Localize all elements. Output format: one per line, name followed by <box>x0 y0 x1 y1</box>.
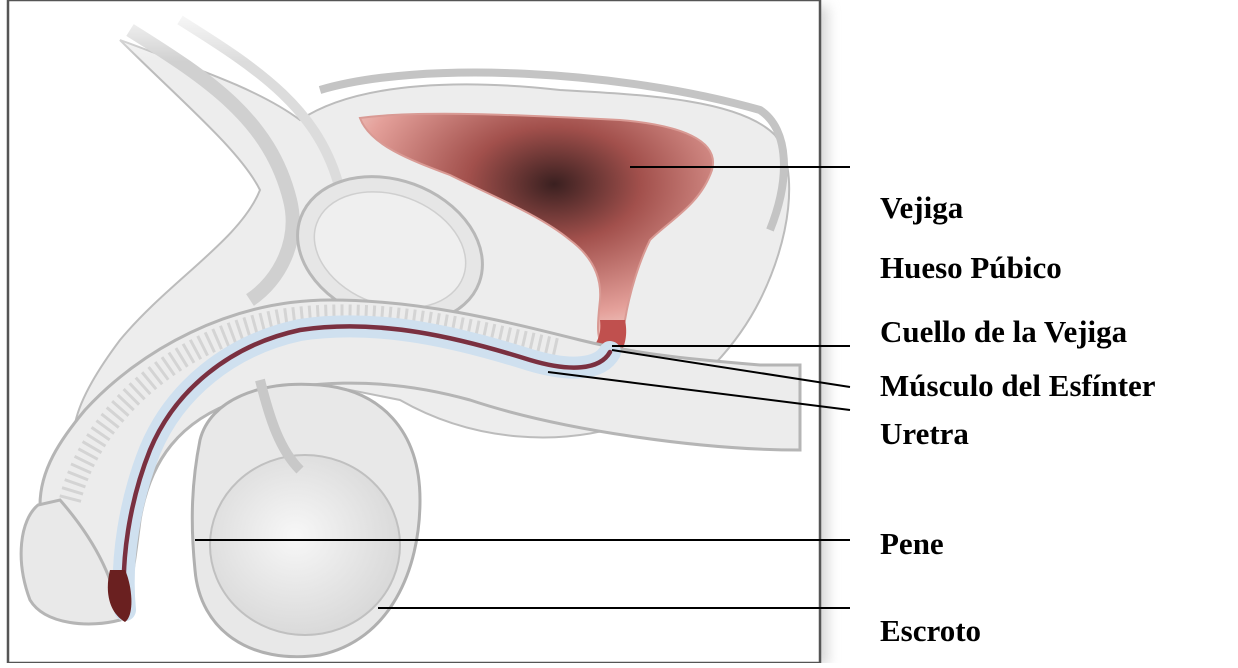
label-bladder: Vejiga <box>880 192 963 223</box>
label-scrotum: Escroto <box>880 615 981 646</box>
testis <box>210 455 400 635</box>
label-urethra: Uretra <box>880 418 969 449</box>
label-sphincter: Músculo del Esfínter <box>880 370 1156 401</box>
label-bladder-neck: Cuello de la Vejiga <box>880 316 1127 347</box>
top-fade <box>10 2 818 62</box>
label-penis: Pene <box>880 528 944 559</box>
label-pubic-bone: Hueso Púbico <box>880 252 1062 283</box>
